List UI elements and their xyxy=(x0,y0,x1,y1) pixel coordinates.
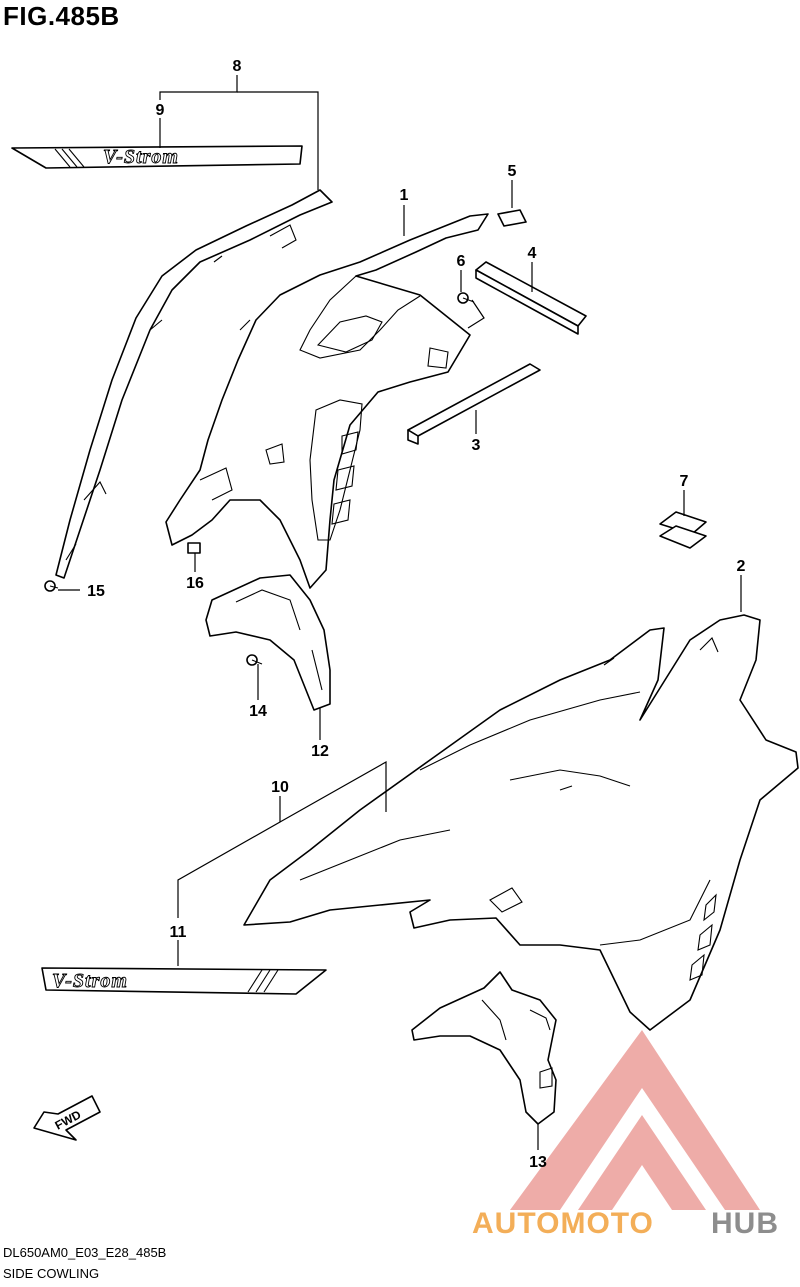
callout-10: 10 xyxy=(271,779,289,796)
callout-16: 16 xyxy=(186,575,204,592)
drawing-code: DL650AM0_E03_E28_485B xyxy=(3,1245,167,1260)
screw-part-14 xyxy=(246,654,263,666)
decal-upper-text: V-Strom xyxy=(103,146,179,168)
callout-6: 6 xyxy=(457,253,466,270)
inner-bracket-part xyxy=(205,574,331,711)
watermark-brand-a: AUTOMOTO xyxy=(472,1207,654,1240)
lower-bracket-part xyxy=(411,971,557,1125)
callout-4: 4 xyxy=(528,245,537,262)
callout-12: 12 xyxy=(311,743,329,760)
callout-7: 7 xyxy=(680,473,689,490)
callout-1: 1 xyxy=(400,187,409,204)
figure-title: FIG.485B xyxy=(3,1,120,31)
callout-15: 15 xyxy=(87,583,105,600)
bar-part-3 xyxy=(407,363,541,445)
clip-part-16 xyxy=(187,542,201,554)
upper-trim-strip-part xyxy=(55,189,333,579)
leader-lines xyxy=(58,75,742,1150)
screw-part-6 xyxy=(457,292,475,304)
callout-11: 11 xyxy=(170,924,187,941)
decal-upper-part: V-Strom xyxy=(11,145,303,169)
callout-14: 14 xyxy=(249,703,267,720)
outer-cowling-part xyxy=(243,614,799,1031)
emblem-part xyxy=(659,511,707,549)
figure-caption: SIDE COWLING xyxy=(3,1266,100,1281)
decal-lower-part: V-Strom xyxy=(41,967,327,995)
bar-part-4 xyxy=(475,261,587,335)
callout-5: 5 xyxy=(508,163,517,180)
inner-cowling-part xyxy=(165,213,489,589)
cushion-pad-part xyxy=(497,209,527,227)
callout-3: 3 xyxy=(472,437,481,454)
callout-13: 13 xyxy=(529,1154,547,1171)
decal-lower-text: V-Strom xyxy=(52,970,128,992)
watermark-text: AUTOMOTO HUB xyxy=(472,1207,779,1240)
callout-8: 8 xyxy=(233,58,242,75)
screw-part-15 xyxy=(44,580,59,592)
callout-2: 2 xyxy=(737,558,746,575)
fwd-arrow-icon: FWD xyxy=(33,1095,101,1141)
callout-labels: 1 2 3 4 5 6 7 8 9 10 11 12 13 14 15 16 xyxy=(87,58,745,1171)
callout-9: 9 xyxy=(156,102,165,119)
automotohub-logo-icon xyxy=(510,1030,760,1210)
watermark-brand-b: HUB xyxy=(711,1207,779,1240)
